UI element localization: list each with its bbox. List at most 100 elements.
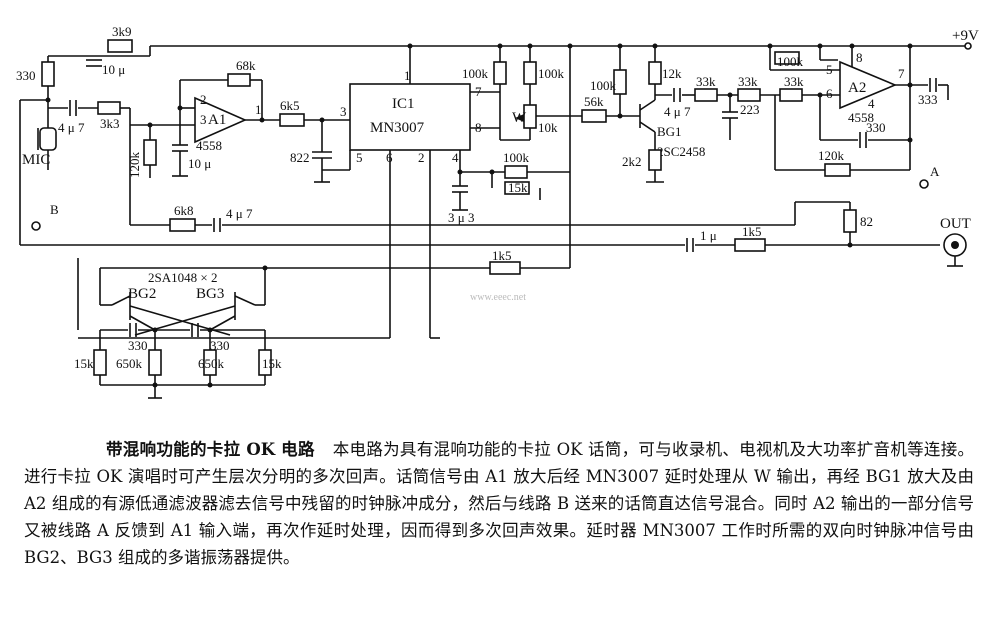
label-a2-pin8: 8 [856, 50, 863, 65]
label-r-6k5: 6k5 [280, 98, 300, 113]
schematic: +9V 330 3k9 10 μ [16, 24, 979, 399]
oscillator-wiring [99, 267, 540, 399]
label-r-15k-l: 15k [74, 356, 94, 371]
label-r-2k2: 2k2 [622, 154, 642, 169]
resistor-120k-fb [824, 163, 851, 177]
label-ic1-pin1: 1 [404, 68, 411, 83]
resistor-330 [41, 61, 55, 87]
label-r-33k-c: 33k [784, 74, 804, 89]
label-r-650k-l: 650k [116, 356, 143, 371]
capacitor-1u [686, 238, 694, 252]
label-a2-pin5: 5 [826, 62, 833, 77]
ic1-wiring [78, 46, 571, 339]
capacitor-330-right [191, 323, 199, 337]
label-r-82: 82 [860, 214, 873, 229]
label-c-4u7-in: 4 μ 7 [58, 120, 85, 135]
resistor-33k-a [694, 88, 718, 102]
capacitor-4u7-b [213, 218, 221, 232]
label-osc-type: 2SA1048 × 2 [148, 270, 217, 285]
opamp-a2 [769, 46, 949, 171]
label-c-10u-top: 10 μ [102, 62, 125, 77]
label-bg2: BG2 [128, 286, 156, 302]
resistor-12k [648, 61, 662, 85]
capacitor-3u3 [452, 172, 468, 211]
label-r-6k8: 6k8 [174, 203, 194, 218]
opamp-a1 [179, 79, 280, 145]
resistor-3k9 [107, 39, 133, 53]
label-r-100k-a: 100k [462, 66, 489, 81]
resistor-100k-top [774, 51, 800, 65]
resistor-120k-left [143, 139, 157, 166]
capacitor-4u7-in [69, 100, 77, 116]
resistor-6k5 [279, 113, 305, 127]
label-a2-pin7: 7 [898, 66, 905, 81]
label-bg1: BG1 [657, 124, 682, 139]
resistor-1k5-mid [489, 261, 521, 275]
label-r-1k5-out: 1k5 [742, 224, 762, 239]
label-4558-a: 4558 [196, 138, 222, 153]
label-bg3: BG3 [196, 286, 224, 302]
resistor-15k-bias [504, 181, 530, 195]
label-r-1k5-mid: 1k5 [492, 248, 512, 263]
label-bg1-type: 2SC2458 [657, 144, 705, 159]
label-r-650k-r: 650k [198, 356, 225, 371]
label-ic1-pin3: 3 [340, 104, 347, 119]
label-a2-pin6: 6 [826, 86, 833, 101]
label-node-b: B [50, 202, 59, 217]
label-r-33k-b: 33k [738, 74, 758, 89]
label-4558-b: 4558 [848, 110, 874, 125]
resistor-1k5-out [734, 238, 766, 252]
label-r-15k-r: 15k [262, 356, 282, 371]
capacitor-4u7-bg1 [673, 88, 681, 102]
capacitor-822 [304, 119, 351, 183]
label-r-68k: 68k [236, 58, 256, 73]
capacitor-223 [722, 111, 738, 119]
label-mic: MIC [22, 152, 50, 168]
label-c-4u7-b: 4 μ 7 [226, 206, 253, 221]
microphone-icon [37, 127, 57, 151]
resistor-33k-c [779, 88, 803, 102]
node-a-terminal [919, 179, 929, 189]
label-r-100k-top: 100k [777, 54, 804, 69]
label-mn3007: MN3007 [370, 120, 425, 136]
label-r-56k: 56k [584, 94, 604, 109]
resistor-3k3 [97, 101, 121, 115]
resistor-650k-r [203, 349, 217, 376]
caption-title: 带混响功能的卡拉 OK 电路 [106, 440, 315, 459]
supply-rail [150, 42, 972, 50]
label-c-1u: 1 μ [700, 228, 717, 243]
label-c-822: 822 [290, 150, 310, 165]
resistor-100k-bias [504, 165, 528, 179]
resistor-2k2 [648, 149, 662, 171]
supply-label: +9V [952, 28, 979, 44]
label-r-100k-b: 100k [538, 66, 565, 81]
capacitor-333 [929, 78, 937, 92]
node-b-terminal [31, 221, 41, 231]
label-a2: A2 [848, 80, 866, 96]
resistor-15k-l [93, 349, 107, 376]
label-r-15k-bias: 15k [508, 180, 528, 195]
label-r-120k-fb: 120k [818, 148, 845, 163]
label-r-330: 330 [16, 68, 36, 83]
caption-body: 本电路为具有混响功能的卡拉 OK 话筒，可与收录机、电视机及大功率扩音机等连接。… [24, 440, 975, 567]
label-ic1-pin2: 2 [418, 150, 425, 165]
label-r-120k-left: 120k [127, 152, 142, 179]
label-c-330-l: 330 [128, 338, 148, 353]
ic1-mn3007 [349, 83, 471, 151]
capacitor-10u-bias [172, 144, 188, 177]
label-pot-10k: 10k [538, 120, 558, 135]
label-r-3k9: 3k9 [112, 24, 132, 39]
label-ic1: IC1 [392, 96, 415, 112]
label-c-333: 333 [918, 92, 938, 107]
label-a1-pin3: 3 [200, 112, 207, 127]
label-pot-w: W [512, 110, 527, 126]
label-r-33k-a: 33k [696, 74, 716, 89]
resistor-68k [227, 73, 251, 87]
label-c-223: 223 [740, 102, 760, 117]
capacitor-330-fb [859, 132, 867, 148]
caption: 带混响功能的卡拉 OK 电路本电路为具有混响功能的卡拉 OK 话筒，可与收录机、… [24, 436, 974, 571]
transistor-bg1 [639, 99, 656, 133]
label-a1-pin1: 1 [255, 102, 262, 117]
label-r-12k: 12k [662, 66, 682, 81]
capacitor-10u-top [86, 59, 102, 67]
